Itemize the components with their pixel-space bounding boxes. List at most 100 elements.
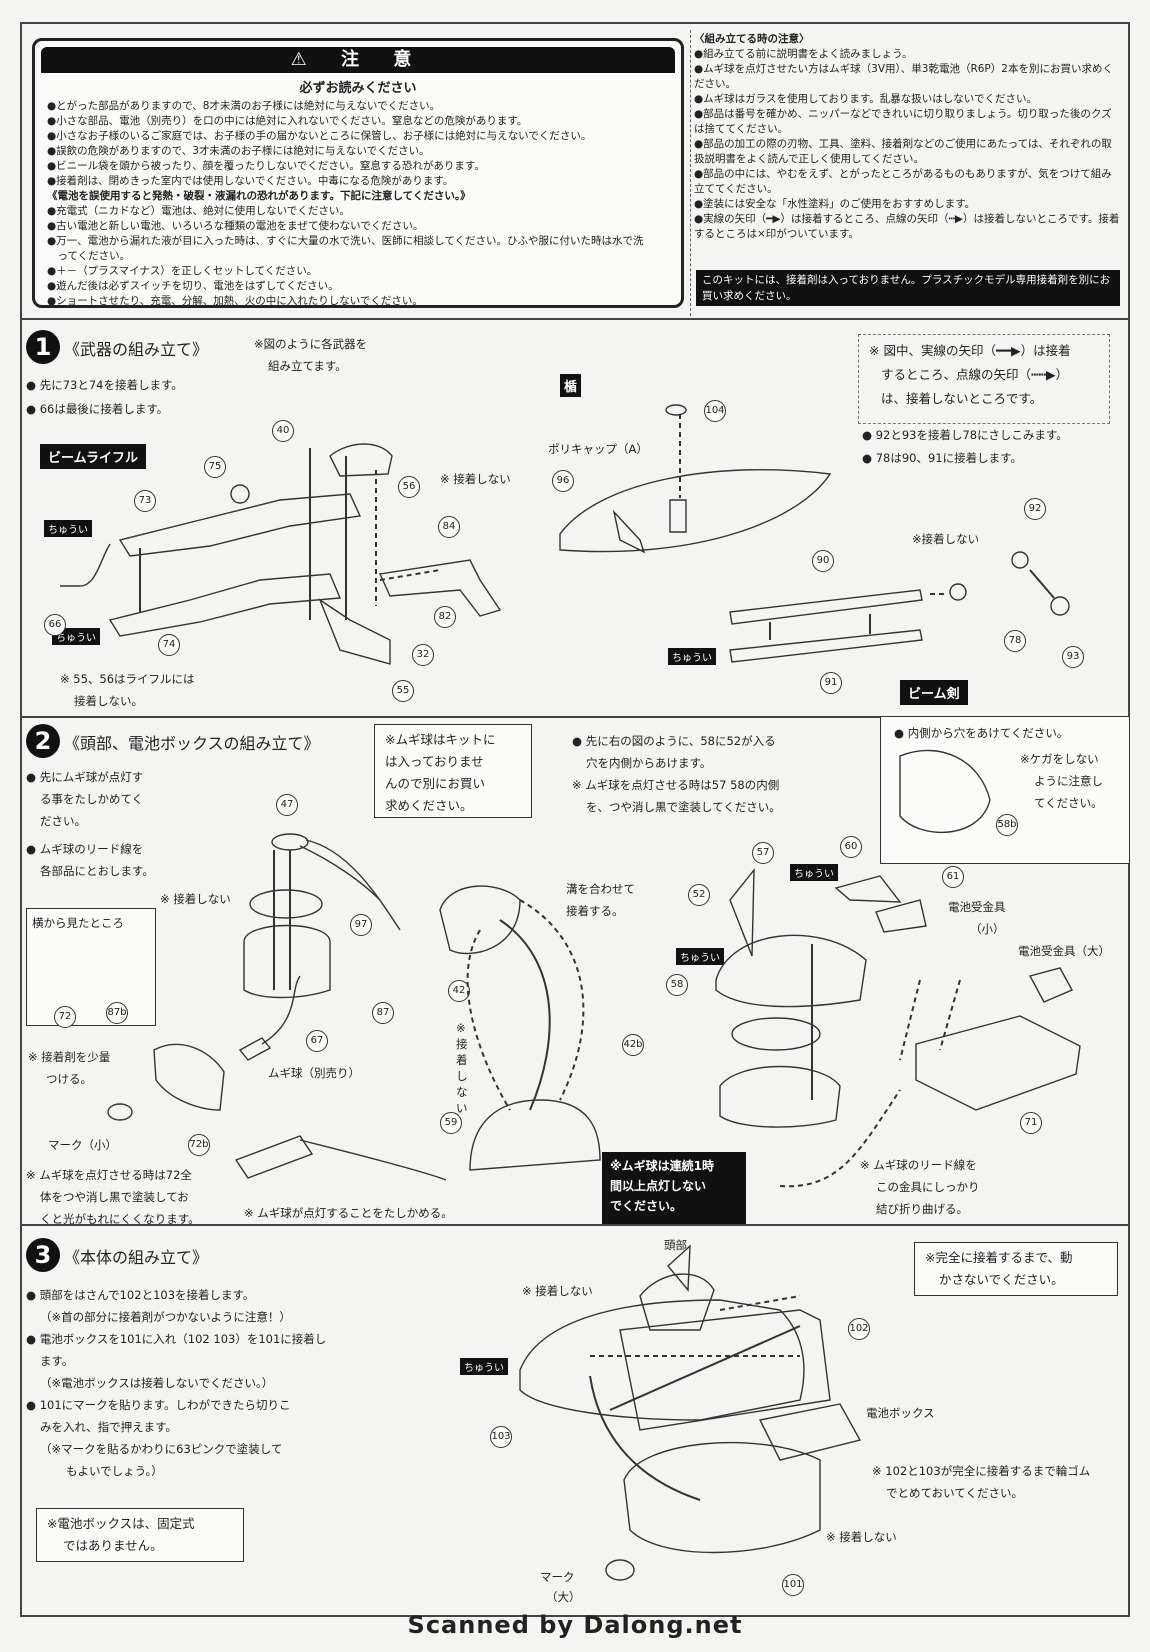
shield-polycap bbox=[669, 499, 687, 533]
helmet-fin-60 bbox=[834, 875, 902, 903]
step-hole: ● 先に右の図のように、58に52が入る bbox=[572, 734, 776, 748]
note-line: ※完全に接着するまで、動 bbox=[925, 1250, 1073, 1265]
part-number: 58 bbox=[666, 974, 688, 996]
battery-box-label: 電池ボックス bbox=[866, 1406, 935, 1420]
bulb-sold-label: ムギ球（別売り） bbox=[268, 1066, 360, 1080]
rifle-lower bbox=[108, 573, 342, 637]
lead-arrow-dashed bbox=[899, 979, 921, 1061]
bulb-wire bbox=[261, 975, 301, 1045]
side-view-label: 横から見たところ bbox=[32, 916, 124, 930]
complete-bond-box: ※完全に接着するまで、動 かさないでください。 bbox=[914, 1242, 1118, 1296]
divider-1 bbox=[20, 318, 1130, 320]
bulb-time-warning: ※ムギ球は連続1時 間以上点灯しない でください。 bbox=[602, 1152, 746, 1224]
side-view-box bbox=[26, 908, 156, 1026]
mark-large-label: （大） bbox=[546, 1590, 581, 1604]
caution-tag: ちゅうい bbox=[44, 520, 92, 537]
no-glue-label-2: ※接着しない bbox=[912, 532, 980, 546]
part-number: 47 bbox=[276, 794, 298, 816]
neck-curve-dashed bbox=[466, 929, 511, 1111]
helmet-fin-61 bbox=[875, 899, 927, 933]
rifle-part-75 bbox=[230, 484, 250, 504]
caution-item: ●遊んだ後は必ずスイッチを切り、電池をはずしてください。 bbox=[47, 280, 339, 292]
caution-item: ●ショートさせたり、充電、分解、加熱、火の中に入れたりしないでください。 bbox=[47, 295, 423, 307]
assembly-note-item: ●部品の加工の際の刃物、工具、塗料、接着剤などのご使用にあたっては、それぞれの取… bbox=[694, 138, 1112, 165]
helmet-58 bbox=[715, 934, 867, 1008]
battery-contact-large bbox=[1028, 967, 1073, 1003]
paint-72-note: 体をつや消し黒で塗装してお bbox=[40, 1190, 189, 1204]
assembly-note-item: ●ムギ球はガラスを使用しております。乱暴な扱いはしないでください。 bbox=[694, 93, 1037, 105]
arrow-legend-line: は、接着しないところです。 bbox=[881, 391, 1043, 406]
part-number: 61 bbox=[942, 866, 964, 888]
head-ring-97 bbox=[249, 889, 323, 919]
part-number: 52 bbox=[688, 884, 710, 906]
check-bulb-note: ※ ムギ球が点灯することをたしかめる。 bbox=[244, 1206, 453, 1220]
weapons-note: ※図のように各武器を bbox=[254, 337, 368, 351]
caution-tag: ちゅうい bbox=[676, 948, 724, 965]
part-number: 82 bbox=[434, 606, 456, 628]
body-shell-103 bbox=[519, 1299, 805, 1421]
part-number: 103 bbox=[490, 1426, 512, 1448]
part-number: 104 bbox=[704, 400, 726, 422]
mark-large-label: マーク bbox=[540, 1570, 575, 1584]
part-number: 42b bbox=[622, 1034, 644, 1056]
box-line: は入っておりませ bbox=[385, 754, 484, 769]
step-bulb-check: る事をたしかめてく bbox=[40, 792, 144, 806]
injury-note: てください。 bbox=[1034, 796, 1103, 810]
rifle-grip bbox=[318, 598, 391, 665]
assembly-note-item: ●組み立てる前に説明書をよく読みましょう。 bbox=[694, 48, 913, 60]
part-number: 87b bbox=[106, 1002, 128, 1024]
body-step-3b: みを入れ、指で押えます。 bbox=[40, 1420, 177, 1434]
divider-vertical bbox=[690, 30, 691, 316]
caution-item: ●小さなお子様のいるご家庭では、お子様の手の届かないところに保管し、お子様には絶… bbox=[47, 130, 592, 142]
glue-small-note: ※ 接着剤を少量 bbox=[28, 1050, 111, 1064]
head-label: 頭部 bbox=[664, 1238, 687, 1252]
glue-small-note: つける。 bbox=[46, 1072, 92, 1086]
injury-note: ように注意し bbox=[1034, 774, 1103, 788]
part-number: 72b bbox=[188, 1134, 210, 1156]
bulb-check bbox=[234, 1135, 314, 1179]
step-78: ● 78は90、91に接着します。 bbox=[862, 451, 1022, 465]
battery-contact-small: 電池受金具 bbox=[948, 900, 1006, 914]
mark-large bbox=[605, 1559, 635, 1581]
no-glue-label-2: ※ 接着しない bbox=[826, 1530, 897, 1544]
note-line: ※電池ボックスは、固定式 bbox=[47, 1516, 195, 1531]
part-number: 92 bbox=[1024, 498, 1046, 520]
saber-cap-92 bbox=[1011, 551, 1029, 569]
footer-credit: Scanned by Dalong.net bbox=[407, 1611, 743, 1639]
step-92-93: ● 92と93を接着し78にさしこみます。 bbox=[862, 428, 1068, 442]
part-number: 58b bbox=[996, 814, 1018, 836]
head-piece-72 bbox=[153, 1043, 225, 1111]
mark-small bbox=[107, 1103, 133, 1121]
step-73-74: ● 先に73と74を接着します。 bbox=[26, 378, 183, 392]
caution-item: ってください。 bbox=[47, 250, 131, 262]
step-66: ● 66は最後に接着します。 bbox=[26, 402, 169, 416]
caution-box: ⚠ 注 意 必ずお読みください ●とがった部品がありますので、8才未満のお子様に… bbox=[32, 38, 684, 308]
bulb-check-wire bbox=[299, 1139, 447, 1181]
shield-part-104 bbox=[665, 404, 687, 416]
arrow-legend-line: ※ 図中、実線の矢印（━━▶）は接着 bbox=[869, 343, 1071, 358]
rifle-note-2: 接着しない。 bbox=[74, 694, 143, 708]
assembly-note-item: ●部品の中には、やむをえず、とがったところがあるものもありますが、気をつけて組み… bbox=[694, 168, 1112, 195]
injury-note: ※ケガをしない bbox=[1020, 752, 1099, 766]
lead-fold-note: 結び折り曲げる。 bbox=[876, 1202, 968, 1216]
beam-rifle-label: ビームライフル bbox=[40, 444, 146, 469]
part-number: 59 bbox=[440, 1112, 462, 1134]
section-1-number: 1 bbox=[26, 330, 60, 364]
neck-curve bbox=[499, 919, 551, 1111]
caution-item: ●接着剤は、閉めきった室内では使用しないでください。中毒になる危険があります。 bbox=[47, 175, 454, 187]
rifle-wire bbox=[60, 543, 111, 587]
part-number: 56 bbox=[398, 476, 420, 498]
hole-detail-ring bbox=[899, 749, 991, 834]
bulb-67 bbox=[238, 1037, 272, 1061]
step-paint: ※ ムギ球を点灯させる時は57 58の内側 bbox=[572, 778, 780, 792]
no-glue-label: ※ 接着しない bbox=[522, 1284, 593, 1298]
assembly-note-item: ●塗装には安全な「水性塗料」のご使用をおすすめします。 bbox=[694, 198, 976, 210]
arrow-legend-box: ※ 図中、実線の矢印（━━▶）は接着 するところ、点線の矢印（┅┅▶） は、接着… bbox=[858, 334, 1110, 424]
helmet-ring bbox=[731, 1017, 821, 1051]
battery-box-71 bbox=[915, 1015, 1081, 1111]
shield-body bbox=[559, 469, 832, 553]
section-3-title: 《本体の組み立て》 bbox=[64, 1248, 209, 1267]
rubber-band-note: でとめておいてください。 bbox=[886, 1486, 1023, 1500]
caution-item: 《電池を誤使用すると発熱・破裂・液漏れの恐れがあります。下記に注意してください。… bbox=[47, 190, 471, 202]
section-2-title: 《頭部、電池ボックスの組み立て》 bbox=[64, 734, 320, 753]
